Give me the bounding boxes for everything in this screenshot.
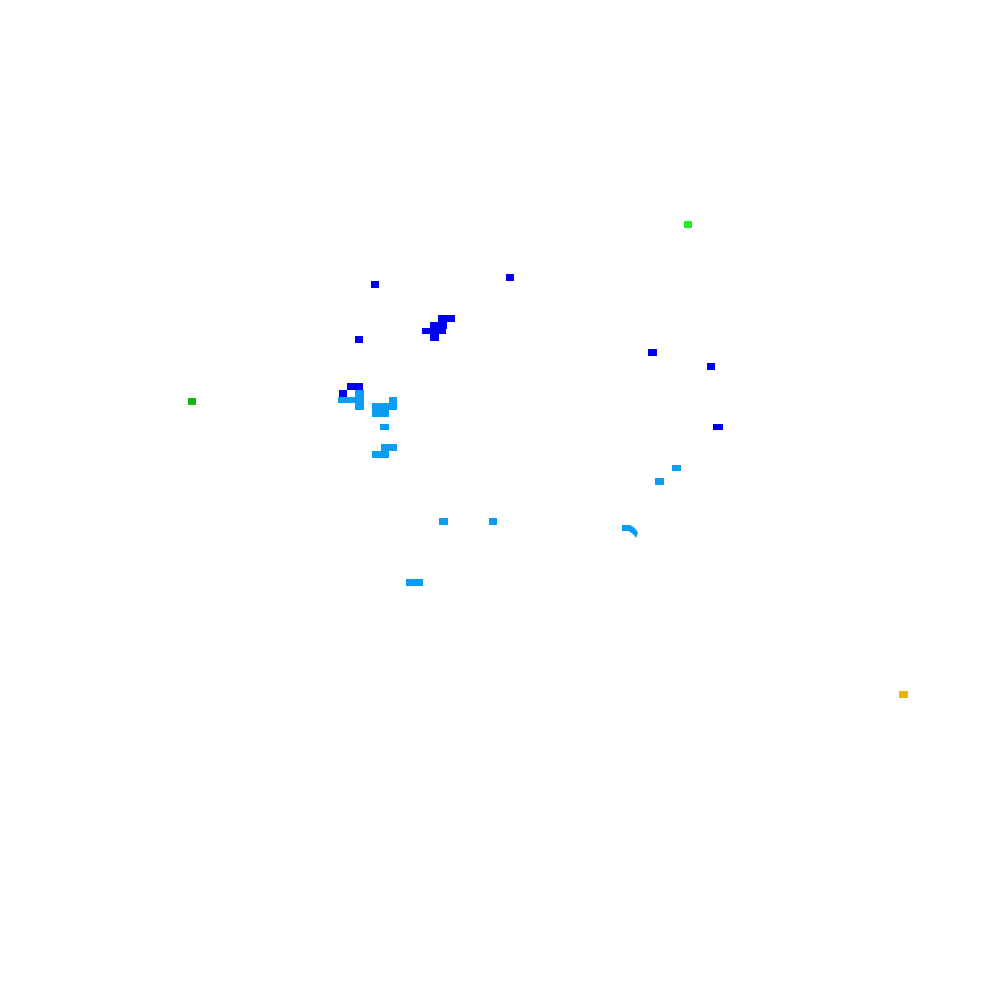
map-marker[interactable] <box>406 579 423 586</box>
map-marker[interactable] <box>430 322 447 329</box>
map-marker-bright-green[interactable] <box>684 221 692 228</box>
map-marker[interactable] <box>438 315 455 322</box>
map-marker[interactable] <box>355 390 364 397</box>
map-marker[interactable] <box>389 397 397 404</box>
map-marker[interactable] <box>372 403 397 410</box>
map-marker[interactable] <box>672 465 681 471</box>
map-marker-green[interactable] <box>188 398 196 405</box>
map-marker[interactable] <box>506 274 514 281</box>
map-marker[interactable] <box>372 451 389 458</box>
map-marker[interactable] <box>422 328 432 334</box>
map-marker[interactable] <box>339 390 347 397</box>
map-marker[interactable] <box>338 397 364 403</box>
map-marker[interactable] <box>430 334 439 341</box>
map-marker[interactable] <box>372 410 389 417</box>
map-marker[interactable] <box>648 349 657 356</box>
deep-blue-markers <box>339 274 723 430</box>
light-blue-markers <box>338 390 681 586</box>
map-marker[interactable] <box>355 336 363 343</box>
map-marker[interactable] <box>489 518 497 525</box>
map-marker[interactable] <box>439 518 448 525</box>
map-marker[interactable] <box>707 363 715 370</box>
map-marker[interactable] <box>713 424 723 430</box>
map-marker[interactable] <box>371 281 379 288</box>
map-marker[interactable] <box>347 383 363 390</box>
map-marker[interactable] <box>381 444 397 451</box>
map-marker-amber[interactable] <box>899 691 908 698</box>
map-marker[interactable] <box>355 403 364 410</box>
map-marker[interactable] <box>655 478 664 485</box>
map-marker-arc[interactable] <box>622 525 638 538</box>
map-marker[interactable] <box>430 328 446 334</box>
map-marker[interactable] <box>380 424 389 430</box>
